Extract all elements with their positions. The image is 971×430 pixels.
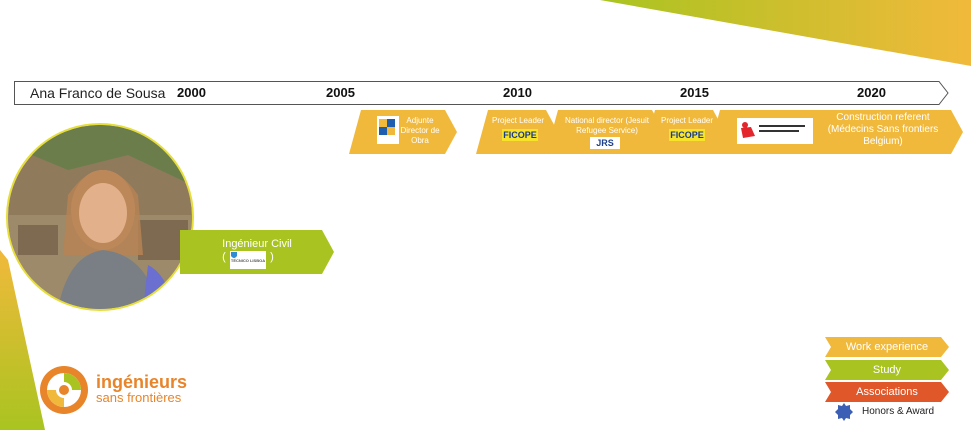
legend-label: Work experience — [845, 341, 929, 353]
year-2000: 2000 — [177, 85, 206, 100]
isf-logo-icon — [40, 366, 88, 414]
experience-label: Project Leader — [660, 116, 714, 125]
experience-label: Construction referent (Médecins Sans fro… — [827, 112, 939, 147]
isf-brand-line1: ingénieurs — [96, 372, 188, 392]
ficope-logo: FICOPE — [502, 129, 538, 141]
experience-construction-referent: Construction referent (Médecins Sans fro… — [708, 110, 963, 154]
profile-photo — [6, 123, 194, 311]
chevron-shape — [546, 110, 664, 154]
study-paren-close: ) — [270, 251, 274, 263]
tecnico-logo-text: TÉCNICO LISBOA — [230, 257, 266, 263]
study-paren-open: ( — [222, 251, 226, 263]
legend-work-experience: Work experience — [825, 337, 949, 357]
legend-label: Study — [872, 364, 902, 376]
tecnico-lisboa-logo: TÉCNICO LISBOA — [230, 251, 266, 269]
msf-logo — [737, 118, 813, 144]
legend-associations: Associations — [825, 382, 949, 402]
jrs-logo: JRS — [590, 137, 620, 149]
study-label: Ingénieur Civil — [222, 238, 292, 250]
year-2005: 2005 — [326, 85, 355, 100]
experience-adjunte-director: Adjunte Director de Obra — [349, 110, 457, 154]
study-ingenieur-civil: Ingénieur Civil ( TÉCNICO LISBOA ) — [180, 230, 334, 274]
legend-label: Associations — [856, 386, 918, 398]
ficope-logo: FICOPE — [669, 129, 705, 141]
legend-chevron — [825, 360, 949, 380]
experience-label: National director (Jesuit Refugee Servic… — [564, 116, 650, 135]
year-2015: 2015 — [680, 85, 709, 100]
company-logo — [377, 116, 399, 144]
legend-honors-label: Honors & Award — [862, 406, 935, 417]
legend-study: Study — [825, 360, 949, 380]
timeline-arrow — [14, 81, 949, 105]
legend-chevron — [825, 382, 949, 402]
top-decorative-ribbon — [600, 0, 971, 66]
year-2020: 2020 — [857, 85, 886, 100]
chevron-shape — [349, 110, 457, 154]
experience-project-leader-2: Project Leader FICOPE — [643, 110, 725, 154]
experience-national-director: National director (Jesuit Refugee Servic… — [546, 110, 664, 154]
person-name: Ana Franco de Sousa — [30, 85, 166, 101]
experience-label: Adjunte Director de Obra — [400, 116, 440, 145]
experience-project-leader-1: Project Leader FICOPE — [476, 110, 558, 154]
legend-chevron — [825, 337, 949, 357]
isf-brand-line2: sans frontières — [96, 390, 182, 405]
experience-label: Project Leader — [491, 116, 545, 125]
year-2010: 2010 — [503, 85, 532, 100]
honors-badge-icon — [835, 403, 853, 421]
left-decorative-ribbon — [0, 250, 45, 430]
